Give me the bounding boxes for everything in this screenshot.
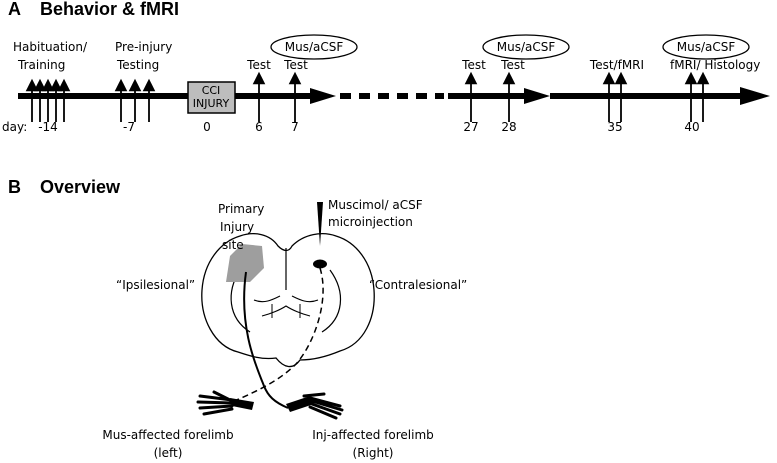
svg-text:Mus/aCSF: Mus/aCSF — [677, 40, 736, 54]
inj-forelimb-label: Inj-affected forelimb — [312, 428, 434, 442]
right-forelimb-icon — [286, 392, 344, 420]
microinjection-needle-icon — [317, 202, 323, 246]
day-label: -14 — [38, 120, 58, 134]
timeline-arrowhead — [310, 88, 336, 104]
test-fmri-label: Test/fMRI — [589, 58, 644, 72]
panel-a-letter: A — [8, 0, 21, 19]
test-day6-label: Test — [246, 58, 271, 72]
primary-label: Primary — [218, 202, 264, 216]
test-day7-label: Test — [283, 58, 308, 72]
panel-a-title: Behavior & fMRI — [40, 0, 179, 19]
test-day28-label: Test — [500, 58, 525, 72]
timeline — [18, 87, 770, 105]
cci-label: CCI — [202, 84, 221, 97]
ipsilesional-label: “Ipsilesional” — [116, 278, 195, 292]
injection-site — [313, 259, 327, 269]
cci-injury-box: CCI INJURY — [187, 81, 236, 114]
day-label: -7 — [123, 120, 135, 134]
inj-forelimb-side: (Right) — [353, 446, 394, 460]
mus-acsf-oval-3: Mus/aCSF — [662, 34, 750, 60]
injury-pathway — [243, 271, 289, 409]
preinjury-label: Pre-injury — [115, 40, 172, 54]
injury-label: INJURY — [193, 97, 230, 110]
right-ventricle — [321, 269, 342, 333]
day-label: 28 — [501, 120, 516, 134]
habituation-label: Habituation/ — [13, 40, 88, 54]
panel-b-letter: B — [8, 177, 21, 197]
day-label: 27 — [463, 120, 478, 134]
timeline-arrowhead — [524, 88, 550, 104]
timeline-arrowhead — [740, 87, 770, 105]
muscimol-label: Muscimol/ aCSF — [328, 198, 423, 212]
mus-forelimb-label: Mus-affected forelimb — [102, 428, 233, 442]
muscimol-pathway — [231, 267, 324, 403]
brain-outline — [201, 233, 375, 368]
mus-acsf-oval-1: Mus/aCSF — [270, 34, 358, 60]
day-prefix: day: — [2, 120, 27, 134]
primary-injury-site — [226, 244, 264, 282]
training-label: Training — [17, 58, 65, 72]
svg-text:Mus/aCSF: Mus/aCSF — [497, 40, 556, 54]
day-label: 35 — [607, 120, 622, 134]
fmri-histology-label: fMRI/ Histology — [670, 58, 760, 72]
mus-forelimb-side: (left) — [154, 446, 183, 460]
injury-label: Injury — [220, 220, 254, 234]
testing-label: Testing — [116, 58, 159, 72]
test-day27-label: Test — [461, 58, 486, 72]
svg-text:Mus/aCSF: Mus/aCSF — [285, 40, 344, 54]
mus-acsf-oval-2: Mus/aCSF — [482, 34, 570, 60]
panel-b-title: Overview — [40, 177, 121, 197]
contralesional-label: “Contralesional” — [369, 278, 467, 292]
day-label: 0 — [203, 120, 211, 134]
left-forelimb-icon — [196, 390, 254, 416]
microinjection-label: microinjection — [328, 215, 413, 229]
day-label: 6 — [255, 120, 263, 134]
session-arrows — [25, 71, 710, 122]
brain-section — [201, 233, 375, 368]
site-label: site — [222, 238, 244, 252]
day-label: 40 — [684, 120, 699, 134]
day-label: 7 — [291, 120, 299, 134]
